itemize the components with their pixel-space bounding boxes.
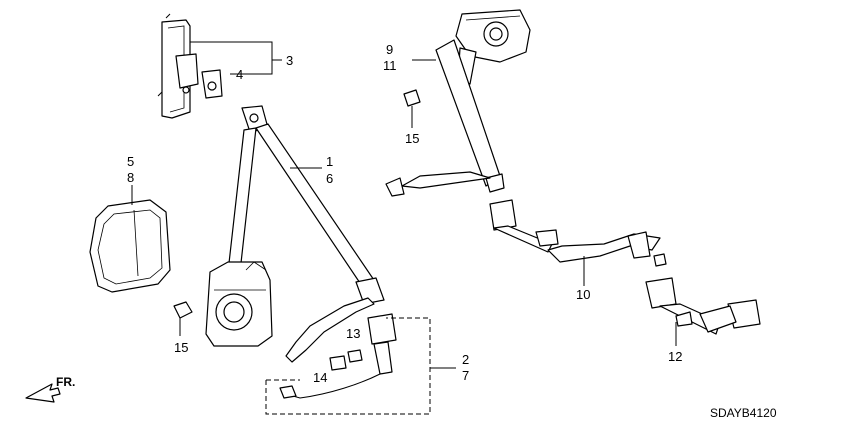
front-buckle-assembly bbox=[265, 313, 456, 415]
front-direction-arrow-icon bbox=[25, 383, 61, 403]
callout-8: 8 bbox=[127, 170, 134, 185]
callout-9: 9 bbox=[386, 42, 393, 57]
rear-center-buckle-assembly bbox=[489, 199, 667, 286]
callout-14: 14 bbox=[313, 370, 327, 385]
bolt-upper bbox=[403, 89, 421, 128]
diagram-code: SDAYB4120 bbox=[710, 406, 777, 420]
bolt-left bbox=[173, 301, 193, 336]
callout-3: 3 bbox=[286, 53, 293, 68]
callout-1: 1 bbox=[326, 154, 333, 169]
pillar-cover-assembly bbox=[157, 13, 282, 119]
front-seat-belt-assembly bbox=[205, 105, 385, 363]
callout-13: 13 bbox=[346, 326, 360, 341]
callout-2: 2 bbox=[462, 352, 469, 367]
rear-side-buckle-assembly bbox=[645, 277, 761, 346]
rear-seat-belt-assembly bbox=[385, 9, 531, 197]
callout-15-left: 15 bbox=[174, 340, 188, 355]
callout-12: 12 bbox=[668, 349, 682, 364]
retractor-cover bbox=[89, 185, 171, 293]
callout-6: 6 bbox=[326, 171, 333, 186]
callout-15-upper: 15 bbox=[405, 131, 419, 146]
direction-label: FR. bbox=[56, 375, 75, 389]
callout-4: 4 bbox=[236, 67, 243, 82]
callout-5: 5 bbox=[127, 154, 134, 169]
callout-10: 10 bbox=[576, 287, 590, 302]
callout-11: 11 bbox=[383, 58, 397, 73]
callout-7: 7 bbox=[462, 368, 469, 383]
